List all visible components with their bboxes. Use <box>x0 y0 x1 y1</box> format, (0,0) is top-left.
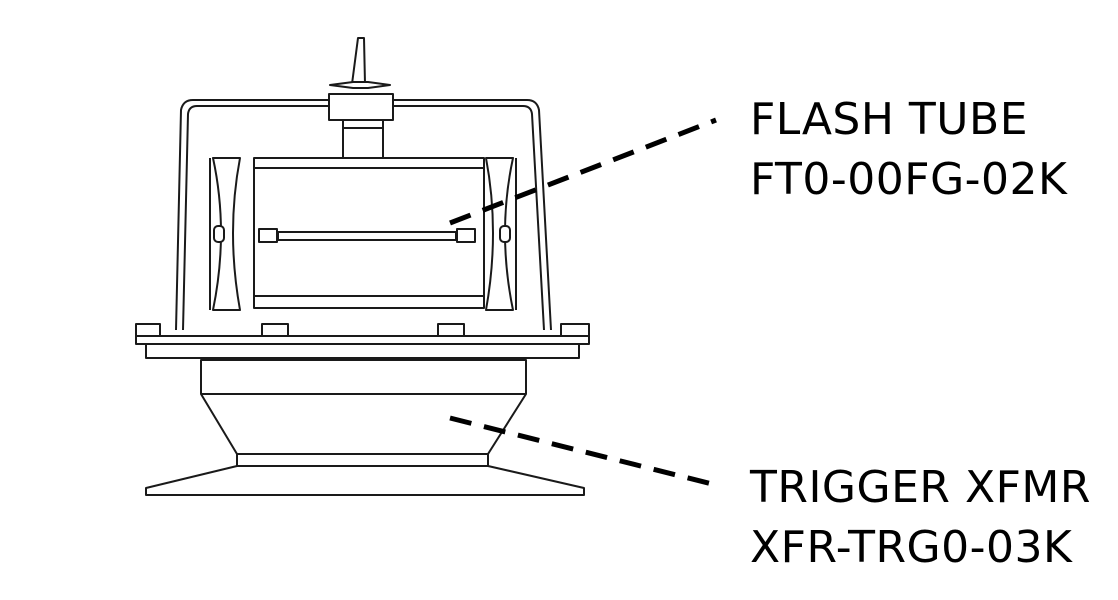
flash-tube-title: FLASH TUBE <box>750 94 1029 145</box>
top-mount-post <box>328 93 394 159</box>
base-flange <box>135 323 590 359</box>
trigger-xfmr-leader-line <box>449 415 717 488</box>
trigger-transformer-housing <box>200 359 527 467</box>
right-reflector <box>485 157 517 311</box>
top-spike <box>329 37 391 89</box>
trigger-xfmr-title: TRIGGER XFMR <box>750 462 1091 513</box>
trigger-xfmr-part-number: XFR-TRG0-03K <box>750 522 1073 573</box>
flash-tube <box>258 228 476 243</box>
flash-tube-leader-line <box>449 117 717 226</box>
left-reflector <box>209 157 241 311</box>
flash-tube-part-number: FT0-00FG-02K <box>750 154 1068 205</box>
mounting-base <box>145 465 585 496</box>
